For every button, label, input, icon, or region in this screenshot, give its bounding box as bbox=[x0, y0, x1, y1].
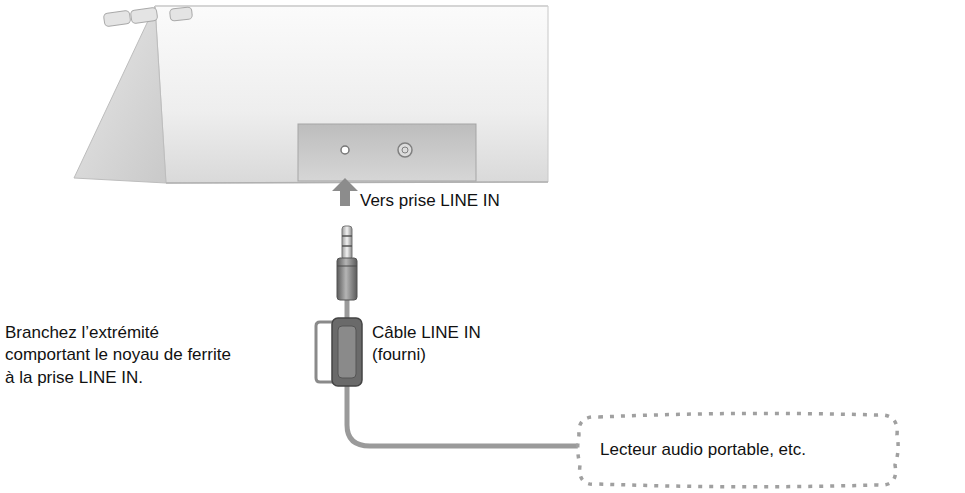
speaker bbox=[74, 6, 548, 183]
connector-panel bbox=[298, 124, 476, 181]
ferrite-core bbox=[316, 318, 362, 386]
direction-arrow bbox=[332, 178, 358, 206]
device-box: Lecteur audio portable, etc. bbox=[574, 410, 902, 490]
part-name: Câble LINE IN (fourni) bbox=[372, 322, 504, 367]
cable bbox=[347, 385, 580, 446]
pointer-label: Vers prise LINE IN bbox=[360, 190, 500, 212]
device-label: Lecteur audio portable, etc. bbox=[600, 439, 902, 461]
stereo-plug bbox=[337, 226, 357, 300]
instruction-note: Branchez l’extrémité comportant le noyau… bbox=[5, 322, 245, 389]
line-in-jack bbox=[341, 146, 349, 154]
